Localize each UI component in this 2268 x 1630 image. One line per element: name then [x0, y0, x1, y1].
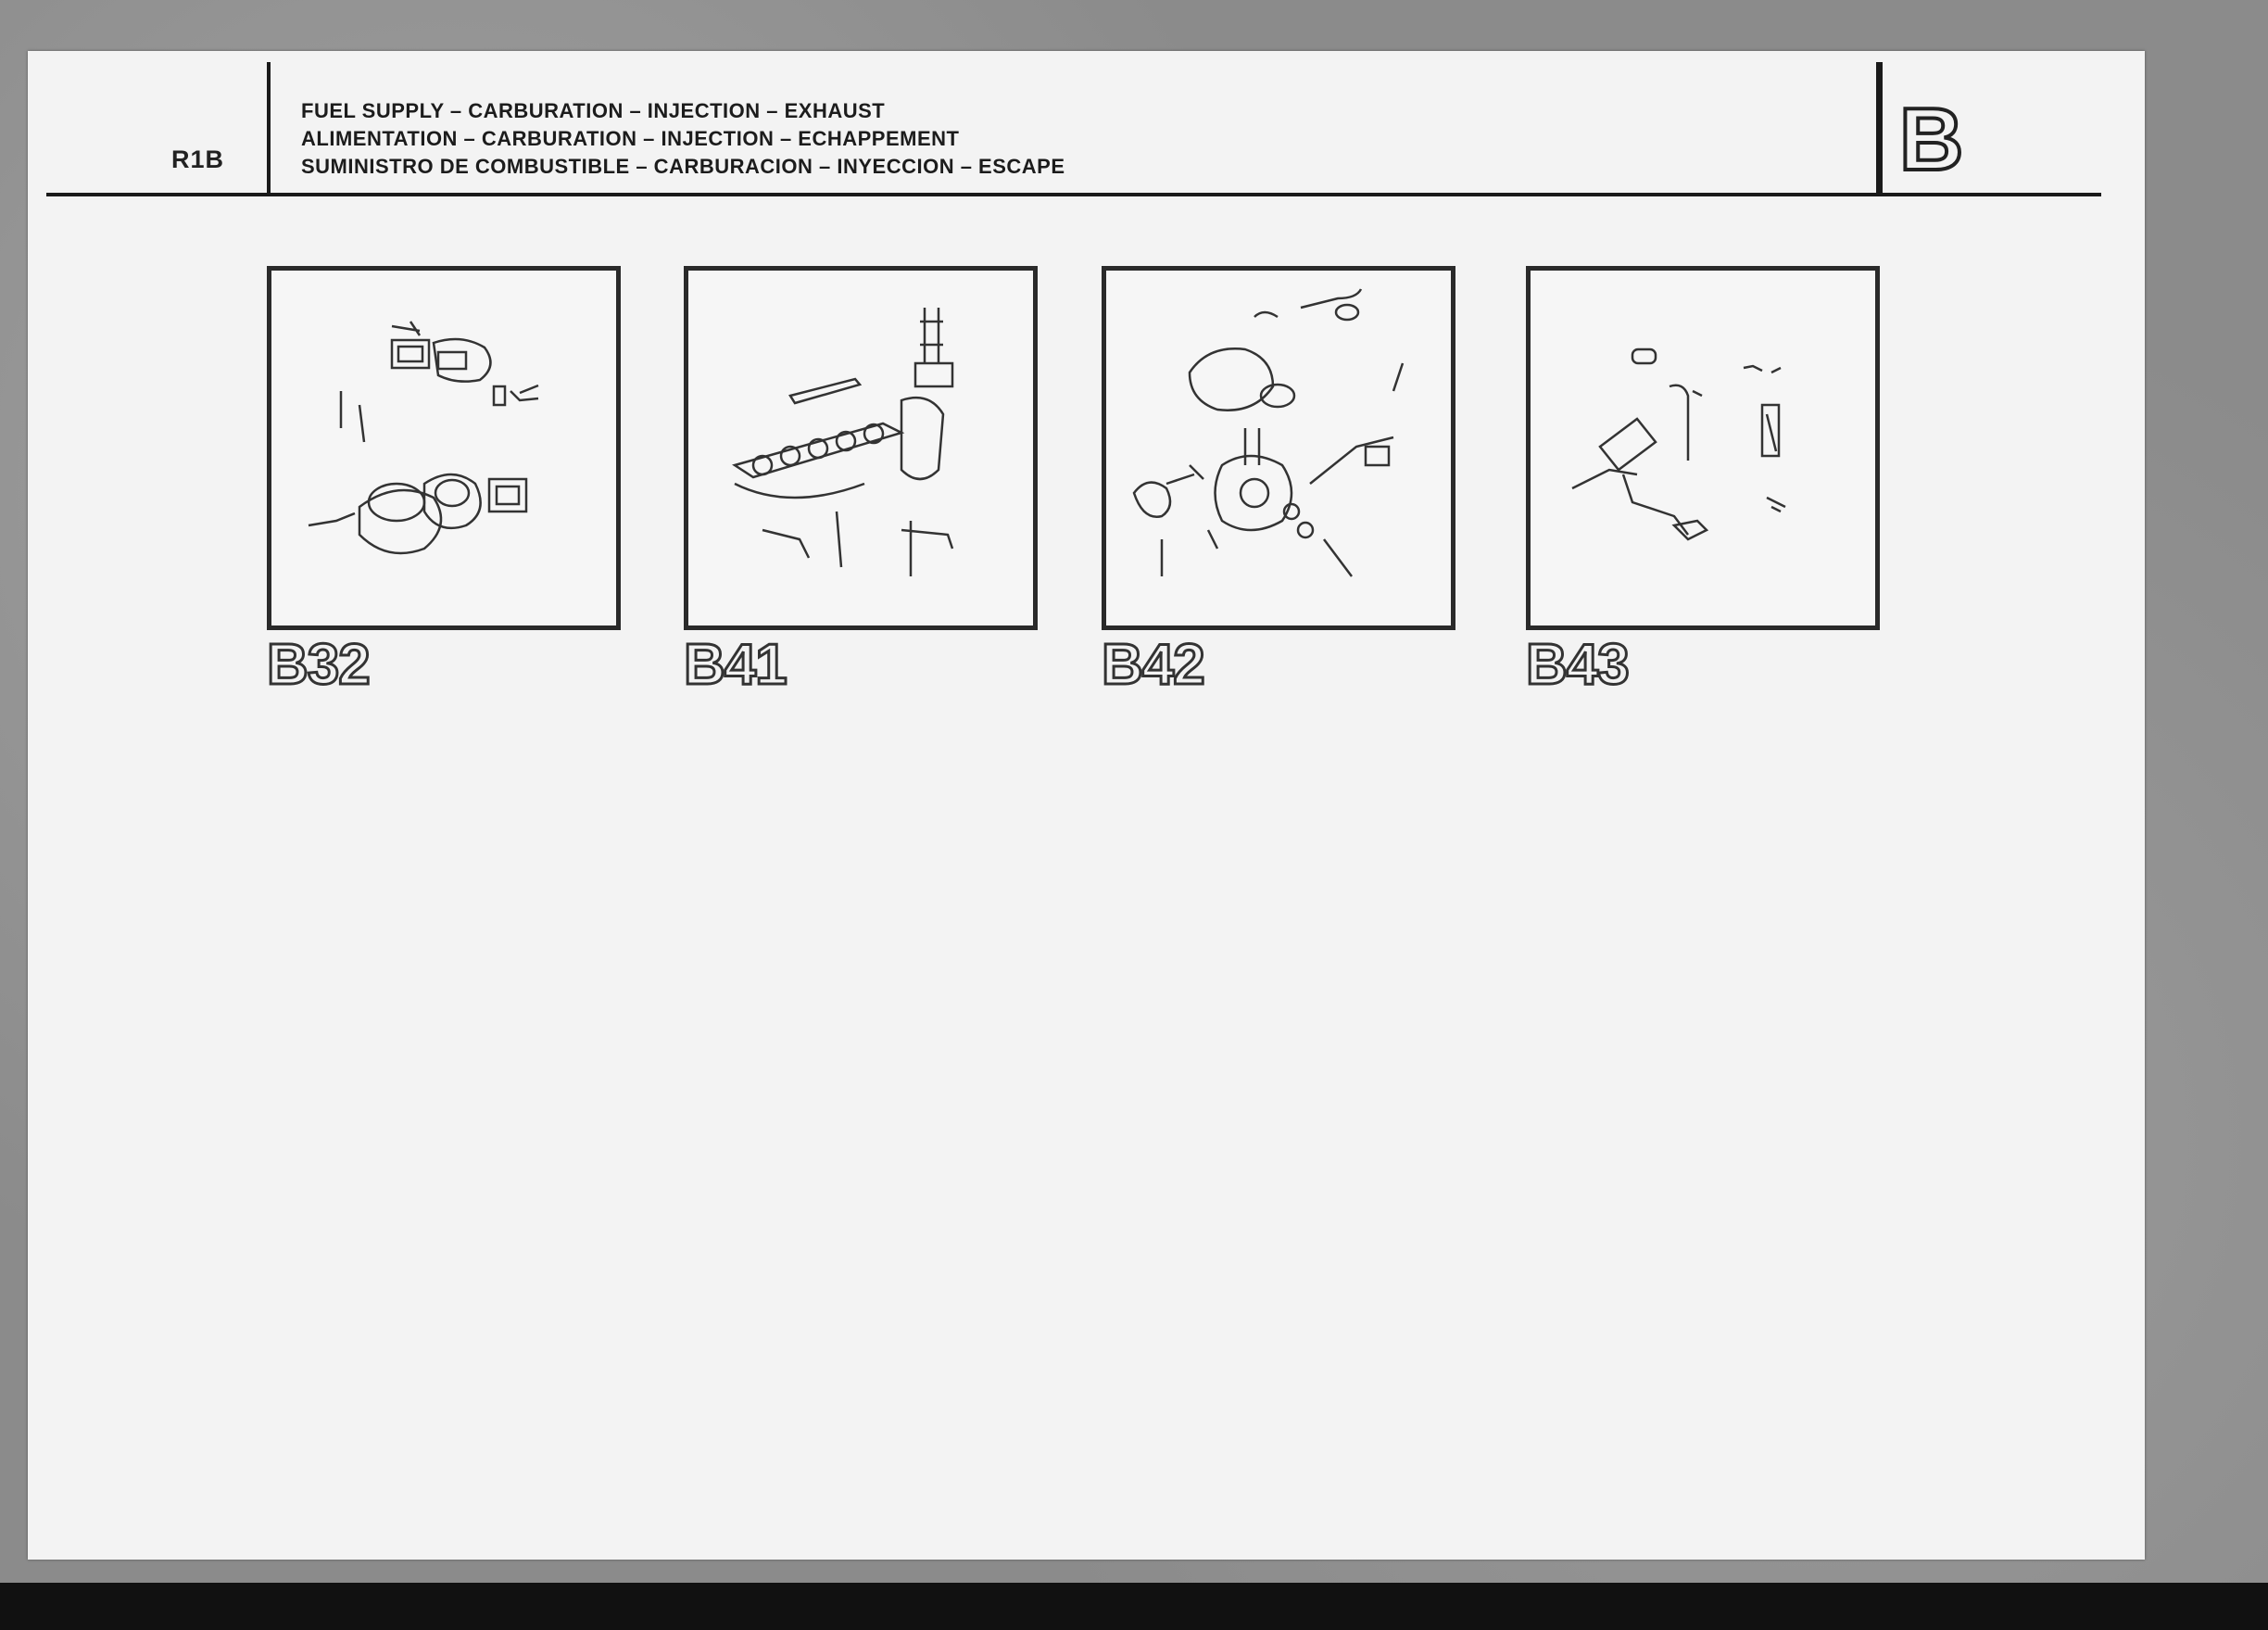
figure-thumbnail-b41[interactable] — [684, 266, 1038, 630]
title-spanish: SUMINISTRO DE COMBUSTIBLE – CARBURACION … — [301, 155, 1065, 178]
section-divider — [1876, 62, 1883, 196]
title-english: FUEL SUPPLY – CARBURATION – INJECTION – … — [301, 99, 886, 122]
carburetor-drawing-icon — [1132, 288, 1405, 577]
throttle-linkage-drawing-icon — [1571, 347, 1786, 541]
figure-thumbnail-b42[interactable] — [1102, 266, 1455, 630]
figure-thumbnail-b32[interactable] — [267, 266, 621, 630]
scan-edge — [0, 1583, 2268, 1630]
section-titles: FUEL SUPPLY – CARBURATION – INJECTION – … — [301, 97, 1065, 181]
figure-label-b42[interactable]: B42 — [1101, 633, 1207, 697]
figure-label-b43[interactable]: B43 — [1525, 633, 1632, 697]
header-rule — [46, 193, 2101, 196]
catalog-page: R1B FUEL SUPPLY – CARBURATION – INJECTIO… — [28, 51, 2145, 1560]
title-french: ALIMENTATION – CARBURATION – INJECTION –… — [301, 127, 960, 150]
exhaust-assembly-drawing-icon — [308, 321, 539, 555]
reference-code: R1B — [171, 145, 225, 173]
reference-divider — [267, 62, 271, 195]
figure-label-b32[interactable]: B32 — [266, 633, 372, 697]
figure-label-b41[interactable]: B41 — [683, 633, 789, 697]
section-letter: B — [1897, 90, 1965, 189]
figure-thumbnail-b43[interactable] — [1526, 266, 1880, 630]
intake-manifold-drawing-icon — [732, 308, 954, 576]
